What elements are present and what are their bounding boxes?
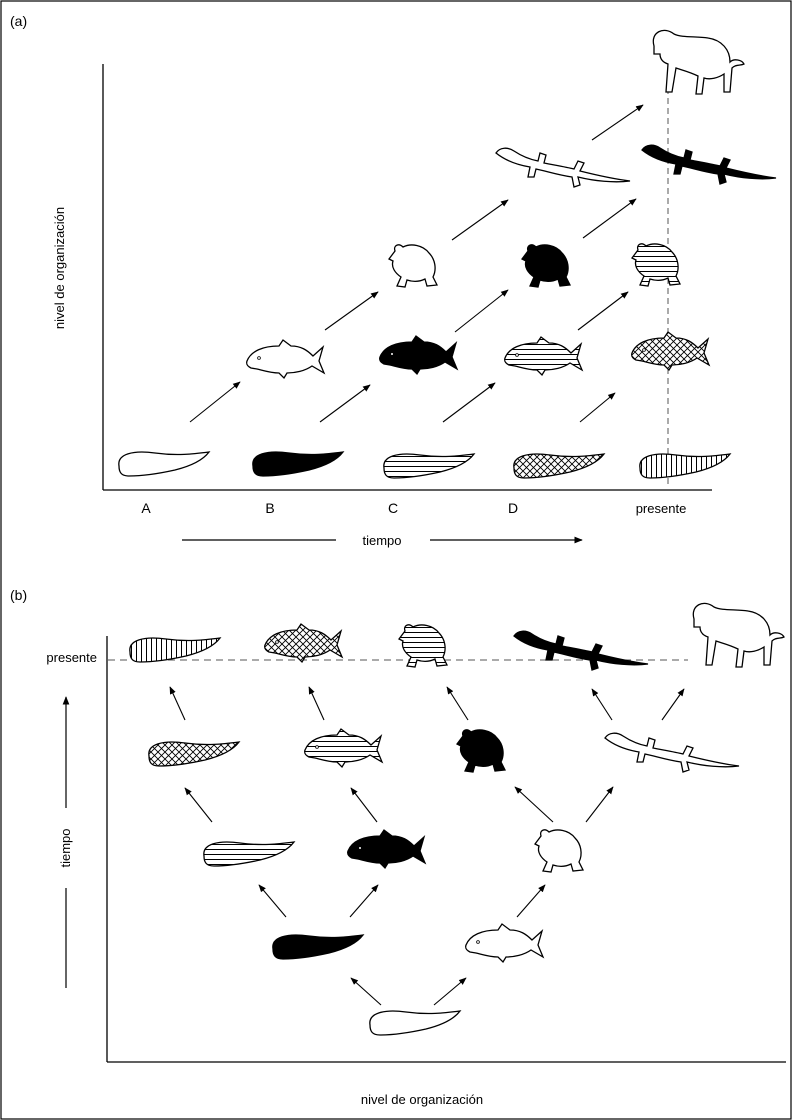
primate-present-open-b <box>692 602 785 668</box>
worm-present-vertical-b <box>129 637 221 663</box>
frog-b-solid <box>521 244 571 288</box>
frog-open-b <box>534 829 584 873</box>
arrow-to-present-lizard <box>591 688 613 721</box>
arrow-c-worm-fish <box>442 382 496 423</box>
arrow-to-present-primate <box>661 688 685 721</box>
panel-a: (a) nivel de organización A B C D presen… <box>10 13 777 548</box>
panel-a-label: (a) <box>10 13 27 29</box>
worm-horizontal-b <box>203 841 295 867</box>
panel-a-column-presente: presente <box>636 501 687 516</box>
fish-horizontal-b <box>303 728 383 768</box>
arrow-b-frog-lizard <box>582 198 637 239</box>
fish-present-crosshatch-b <box>263 623 343 663</box>
arrow-worm-crosshatch <box>184 787 213 823</box>
fish-d-crosshatch <box>630 331 710 371</box>
worm-solid-b <box>272 934 364 960</box>
worm-crosshatch-b <box>148 741 240 767</box>
frog-present-horizontal-b <box>398 624 448 668</box>
worm-a-open <box>118 451 210 477</box>
arrow-to-present-frog <box>446 686 469 721</box>
lizard-b-solid <box>641 144 777 185</box>
fish-open-b <box>464 923 544 963</box>
arrow-b-fish-frog <box>454 289 509 333</box>
worm-d-crosshatch <box>513 453 605 479</box>
panel-a-column-d: D <box>508 500 518 516</box>
fish-c-horizontal <box>503 336 583 376</box>
primate-a-open <box>652 29 745 95</box>
panel-a-arrows <box>189 104 644 423</box>
panel-a-x-axis-label: tiempo <box>362 533 401 548</box>
worm-ancestor-open-b <box>369 1010 461 1036</box>
fish-a-open <box>245 339 325 379</box>
lizard-a-open <box>495 147 631 188</box>
arrow-c-fish-frog <box>577 291 629 331</box>
arrow-worm-worm <box>258 884 287 918</box>
panel-b-label: (b) <box>10 587 27 603</box>
frog-solid-b <box>456 729 506 773</box>
panel-a-column-b: B <box>265 500 274 516</box>
panel-b-arrows <box>169 686 685 1006</box>
arrow-a-worm-fish <box>189 381 241 423</box>
arrow-a-frog-lizard <box>451 199 509 241</box>
arrow-fish-horizontal <box>350 787 378 823</box>
panel-b: (b) nivel de organización presente tiemp… <box>10 587 786 1107</box>
panel-b-present-label: presente <box>46 650 97 665</box>
arrow-frog-solid <box>514 786 554 823</box>
panel-a-y-axis-label: nivel de organización <box>52 207 67 329</box>
arrow-to-present-worm <box>169 686 186 721</box>
arrow-d-worm-fish <box>579 392 616 423</box>
arrow-fish-frog <box>516 884 546 918</box>
arrow-ancestor-fish <box>433 977 467 1006</box>
worm-c-horizontal <box>383 453 475 479</box>
panel-a-column-c: C <box>388 500 398 516</box>
arrow-worm-fish <box>349 884 379 918</box>
fish-b-solid <box>378 335 458 375</box>
worm-present-vertical <box>639 453 731 479</box>
frog-c-horizontal <box>631 243 681 287</box>
arrow-a-lizard-primate <box>591 104 644 141</box>
arrow-frog-lizard <box>585 786 614 823</box>
panel-b-x-axis-label: nivel de organización <box>361 1092 483 1107</box>
lizard-present-solid-b <box>513 630 649 671</box>
frog-a-open <box>388 244 438 288</box>
arrow-a-fish-frog <box>324 291 379 331</box>
arrow-ancestor-worm <box>350 977 382 1006</box>
panel-a-column-a: A <box>141 500 151 516</box>
arrow-to-present-fish <box>308 686 325 721</box>
fish-solid-b <box>346 829 426 869</box>
worm-b-solid <box>252 451 344 477</box>
panel-b-y-axis-label: tiempo <box>58 828 73 867</box>
arrow-b-worm-fish <box>319 384 371 423</box>
lizard-open-b <box>604 732 740 773</box>
